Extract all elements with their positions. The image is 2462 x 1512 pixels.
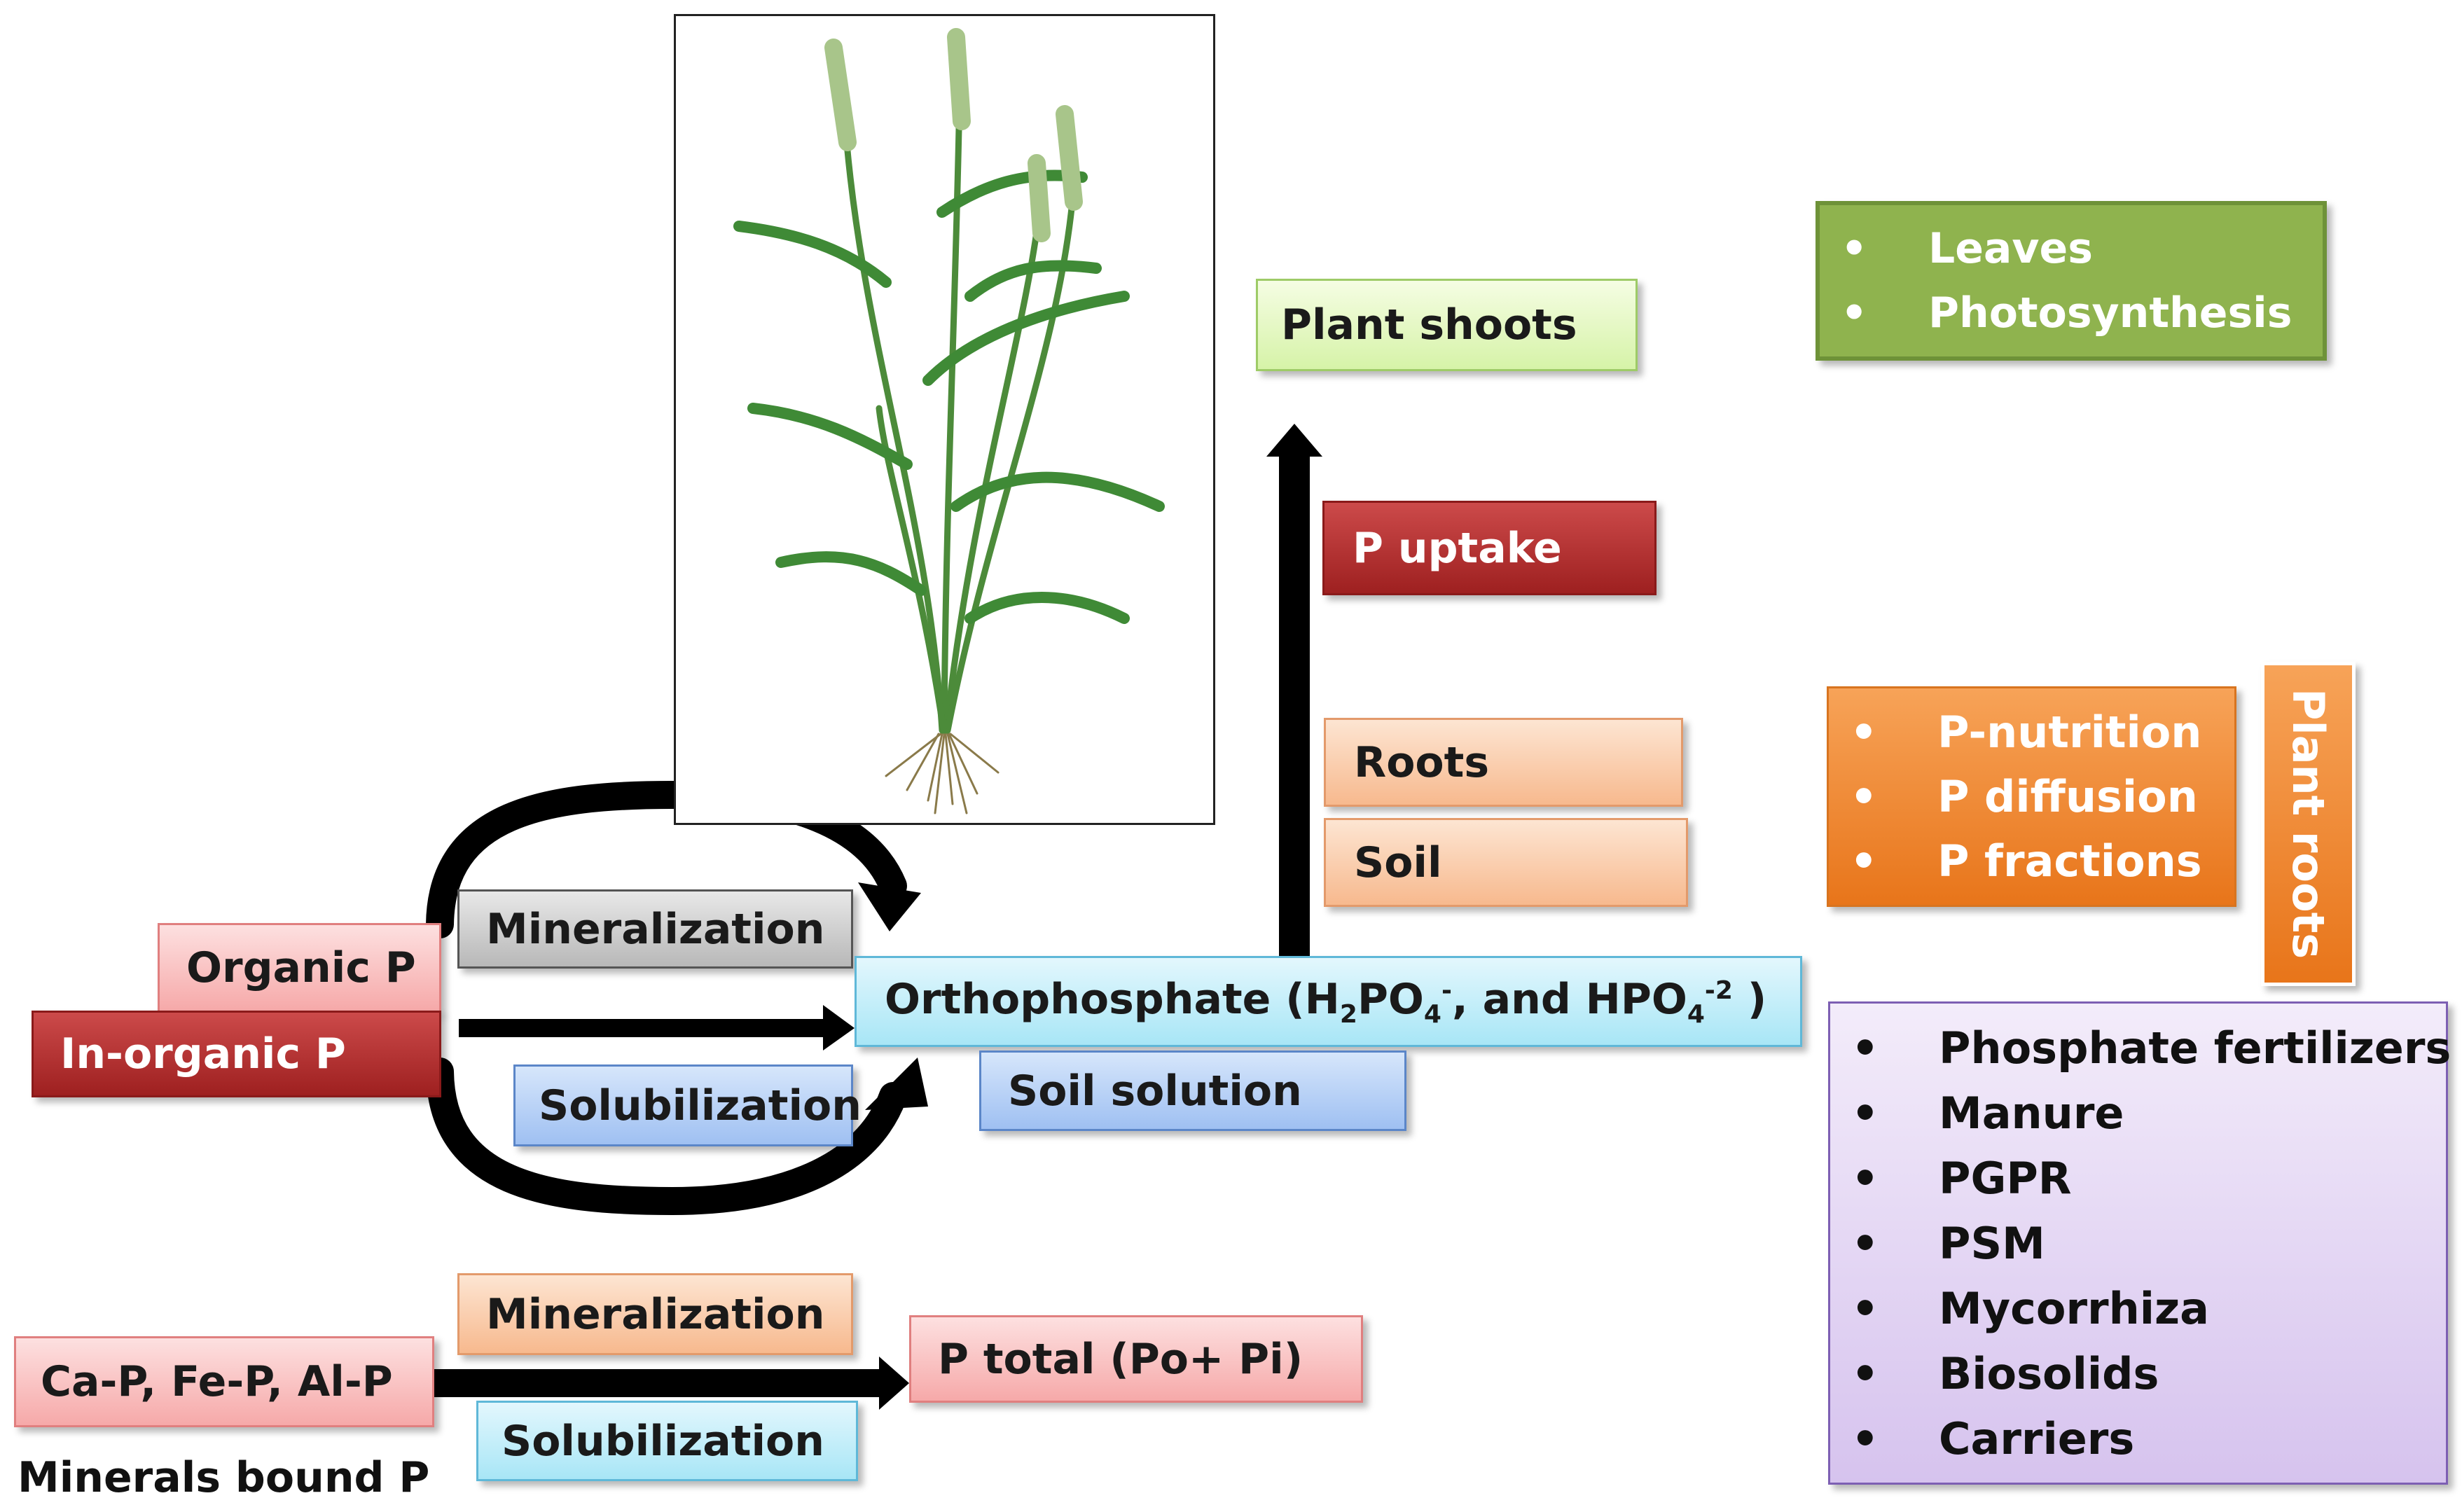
plant-shoots-box: Plant shoots bbox=[1256, 279, 1638, 371]
solubilization-label: Solubilization bbox=[539, 1081, 862, 1130]
ortho-sup2: -2 bbox=[1704, 976, 1733, 1005]
cafeal-p-box: Ca-P, Fe-P, Al-P bbox=[14, 1336, 434, 1427]
plant-roots-side-label: Plant roots bbox=[2283, 688, 2334, 959]
soil-solution-box: Soil solution bbox=[979, 1050, 1406, 1131]
minerals-to-ptotal-arrow bbox=[434, 1357, 909, 1410]
inorganic-p-box: In-organic P bbox=[32, 1011, 441, 1097]
roots-list-item: P-nutrition bbox=[1829, 700, 2202, 765]
ortho-sub2: 4 bbox=[1423, 999, 1441, 1029]
inorganic-to-ortho-arrow bbox=[459, 1005, 855, 1050]
wheat-plant-image bbox=[733, 28, 1165, 814]
leaves-list-item: Photosynthesis bbox=[1820, 281, 2292, 345]
mineralization-cycle-arrow bbox=[426, 780, 921, 938]
orthophosphate-box: Orthophosphate (H2PO4-, and HPO4-2 ) bbox=[855, 956, 1802, 1047]
orthophosphate-label: Orthophosphate (H2PO4-, and HPO4-2 ) bbox=[885, 975, 1766, 1029]
roots-nutrition-list: P-nutrition P diffusion P fractions bbox=[1829, 700, 2202, 894]
ortho-mid: , and HPO bbox=[1451, 974, 1687, 1024]
plant-shoots-label: Plant shoots bbox=[1281, 300, 1577, 349]
organic-p-label: Organic P bbox=[186, 943, 416, 992]
mineralization-label: Mineralization bbox=[486, 904, 825, 954]
source-list-item: Biosolids bbox=[1830, 1341, 2451, 1406]
ortho-sub1: 2 bbox=[1339, 999, 1357, 1029]
p-uptake-label: P uptake bbox=[1353, 523, 1562, 573]
ortho-sub3: 4 bbox=[1687, 999, 1705, 1029]
organic-p-box: Organic P bbox=[158, 923, 441, 1013]
minerals-solubilization-box: Solubilization bbox=[476, 1401, 858, 1481]
source-list-item: PSM bbox=[1830, 1211, 2451, 1276]
solubilization-cycle-arrow bbox=[426, 1057, 928, 1216]
soil-solution-label: Soil solution bbox=[1008, 1066, 1302, 1116]
plant-illustration bbox=[674, 14, 1215, 825]
p-total-label: P total (Po+ Pi) bbox=[938, 1334, 1303, 1384]
leaves-list: Leaves Photosynthesis bbox=[1820, 216, 2292, 345]
soil-label: Soil bbox=[1354, 838, 1442, 887]
source-list-item: Phosphate fertilizers bbox=[1830, 1015, 2451, 1081]
roots-label: Roots bbox=[1354, 737, 1490, 787]
plant-roots-side-box: Plant roots bbox=[2261, 662, 2356, 986]
minerals-mineralization-label: Mineralization bbox=[486, 1289, 825, 1339]
ortho-prefix: Orthophosphate (H bbox=[885, 974, 1340, 1024]
ortho-sup1: - bbox=[1441, 976, 1452, 1005]
source-list-item: Carriers bbox=[1830, 1406, 2451, 1471]
roots-list-item: P diffusion bbox=[1829, 765, 2202, 829]
soil-box: Soil bbox=[1324, 818, 1688, 907]
source-list-item: Mycorrhiza bbox=[1830, 1276, 2451, 1341]
roots-list-item: P fractions bbox=[1829, 829, 2202, 894]
leaves-list-item: Leaves bbox=[1820, 216, 2292, 281]
roots-nutrition-box: P-nutrition P diffusion P fractions bbox=[1827, 686, 2236, 907]
p-sources-list: Phosphate fertilizers Manure PGPR PSM My… bbox=[1830, 1015, 2451, 1471]
minerals-mineralization-box: Mineralization bbox=[457, 1273, 853, 1355]
minerals-bound-p-label: Minerals bound P bbox=[18, 1453, 430, 1502]
inorganic-p-label: In-organic P bbox=[60, 1029, 346, 1078]
cafeal-p-label: Ca-P, Fe-P, Al-P bbox=[41, 1357, 393, 1406]
source-list-item: PGPR bbox=[1830, 1146, 2451, 1211]
source-list-item: Manure bbox=[1830, 1081, 2451, 1146]
ortho-suffix: ) bbox=[1732, 974, 1767, 1024]
uptake-upward-arrow bbox=[1266, 424, 1322, 956]
minerals-solubilization-label: Solubilization bbox=[502, 1416, 824, 1466]
p-uptake-box: P uptake bbox=[1322, 501, 1657, 595]
mineralization-box: Mineralization bbox=[457, 889, 853, 969]
p-sources-box: Phosphate fertilizers Manure PGPR PSM My… bbox=[1828, 1001, 2451, 1485]
roots-box: Roots bbox=[1324, 718, 1683, 807]
ortho-po4: PO bbox=[1357, 974, 1424, 1024]
solubilization-box: Solubilization bbox=[513, 1064, 862, 1146]
leaves-box: Leaves Photosynthesis bbox=[1816, 201, 2327, 361]
p-total-box: P total (Po+ Pi) bbox=[909, 1315, 1363, 1403]
